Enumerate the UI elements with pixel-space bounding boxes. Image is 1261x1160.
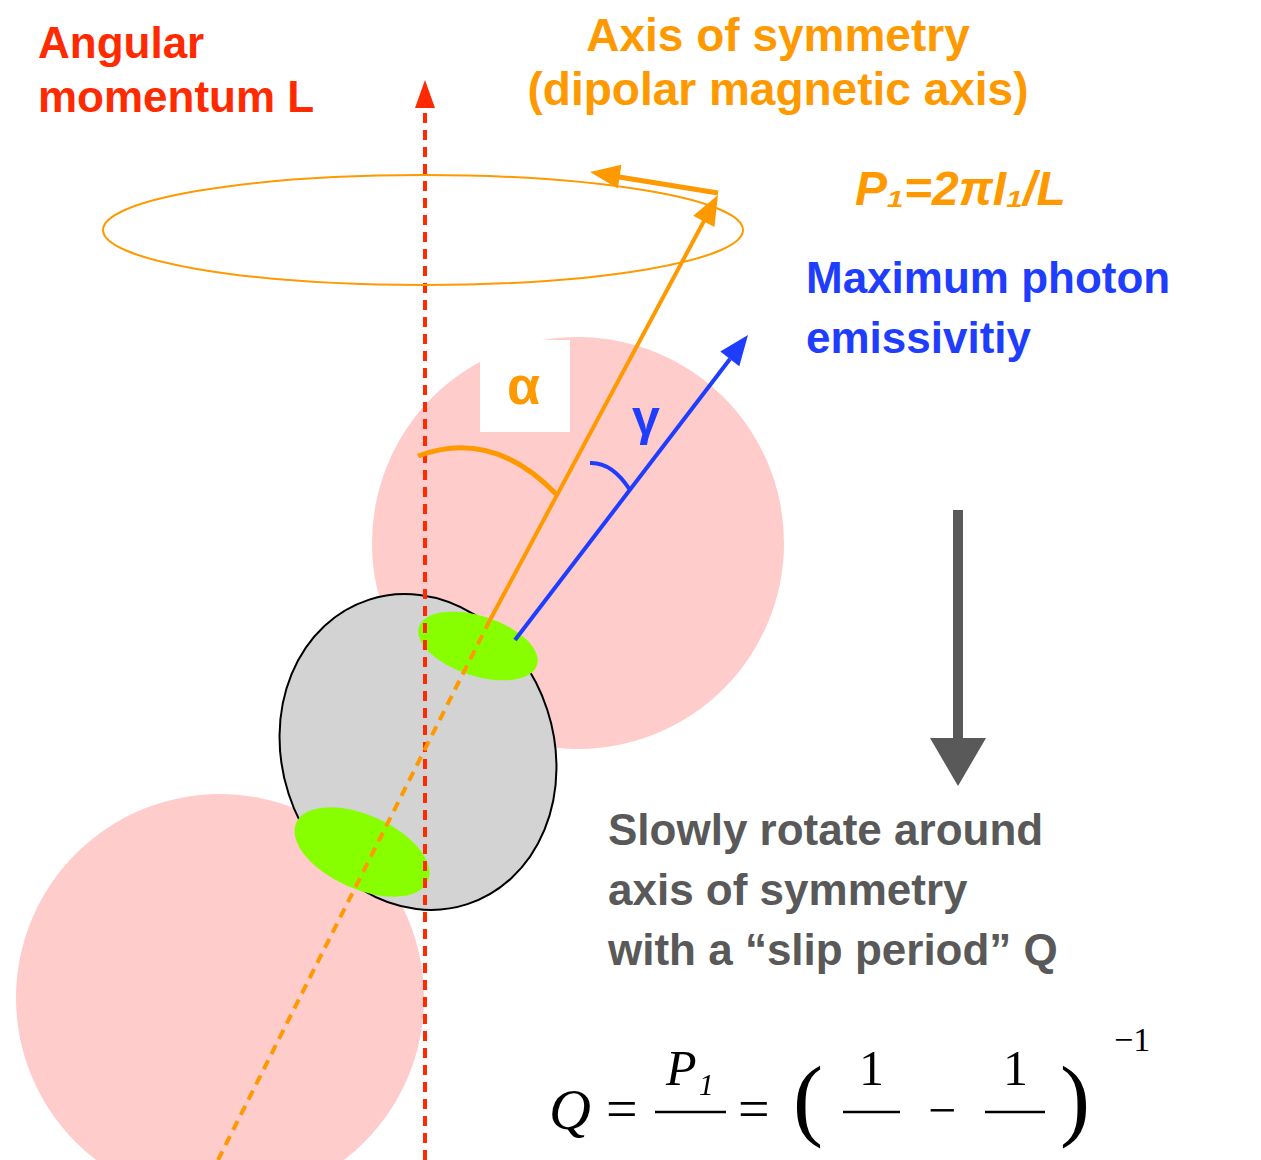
arrow-head <box>693 195 718 227</box>
formula-symbol: 1 <box>1003 1041 1028 1096</box>
neutron-star <box>239 558 597 946</box>
axis-label: Axis of symmetry (dipolar magnetic axis) <box>513 8 1043 116</box>
formula-symbol: = <box>606 1079 638 1141</box>
symmetry-axis-dashed <box>218 620 490 1160</box>
precession-cone <box>103 175 743 285</box>
hot-spot <box>410 598 546 693</box>
precession-arrow <box>619 177 718 193</box>
axis-label: Angular momentum L <box>38 16 338 124</box>
arrow-head <box>415 80 435 108</box>
formula-symbol: = <box>738 1079 770 1141</box>
note-text: Slowly rotate around axis of symmetry wi… <box>608 800 1058 980</box>
formula-symbol: − <box>928 1083 956 1138</box>
label-patch <box>480 340 570 432</box>
emission-axis <box>515 359 730 640</box>
arrow-head <box>590 165 621 189</box>
arrow-head <box>930 738 986 786</box>
angle-arc <box>590 463 630 490</box>
fraction-bar <box>985 1111 1045 1114</box>
formula-symbol: ) <box>1060 1049 1090 1148</box>
arrow-head <box>720 335 748 366</box>
formula-symbol: Q <box>549 1078 591 1142</box>
fraction-bar <box>843 1111 900 1114</box>
symmetry-axis <box>490 221 704 620</box>
axis-label: Maximum photon emissivitiy <box>806 248 1216 368</box>
rotation-arrow <box>953 510 963 742</box>
angle-arc <box>418 448 556 494</box>
formula-symbol: P₁ <box>666 1041 714 1096</box>
angle-symbol: α <box>507 356 540 415</box>
period-formula: P₁=2πI₁/L <box>855 160 1066 218</box>
angle-symbol: γ <box>632 391 660 446</box>
angular-momentum-axis <box>423 106 427 1160</box>
formula-symbol: ( <box>793 1049 823 1148</box>
fraction-bar <box>655 1111 726 1114</box>
formula-symbol: −1 <box>1114 1021 1150 1058</box>
hot-spot <box>281 789 443 915</box>
formula-symbol: 1 <box>859 1041 884 1096</box>
